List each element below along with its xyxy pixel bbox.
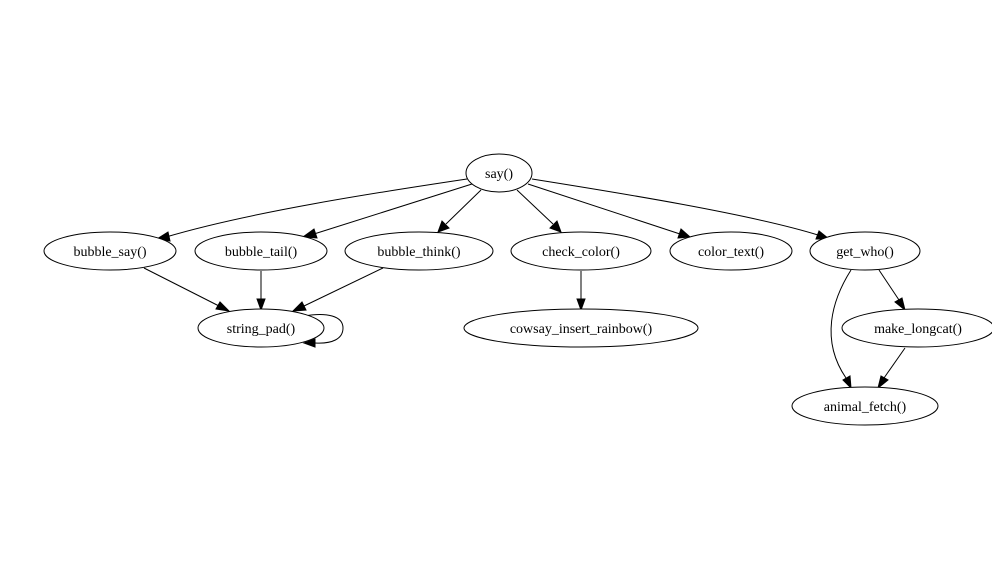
edges-layer xyxy=(143,178,906,390)
edge-bubble-say-string-pad xyxy=(143,267,231,312)
edge-say-get-who xyxy=(531,178,831,240)
node-label-color-text: color_text() xyxy=(698,245,764,260)
node-label-bubble-say: bubble_say() xyxy=(73,245,146,260)
node-bubble-tail[interactable]: bubble_tail() xyxy=(194,231,328,271)
node-label-say: say() xyxy=(485,167,513,182)
node-make-longcat[interactable]: make_longcat() xyxy=(841,308,992,348)
edge-get-who-make-longcat xyxy=(878,269,906,312)
node-label-make-longcat: make_longcat() xyxy=(874,322,962,337)
node-cowsay-insert-rainbow[interactable]: cowsay_insert_rainbow() xyxy=(463,308,699,348)
node-label-get-who: get_who() xyxy=(836,245,894,260)
node-get-who[interactable]: get_who() xyxy=(809,231,921,271)
edge-check-color-cowsay-insert-rainbow xyxy=(576,271,586,312)
node-say[interactable]: say() xyxy=(465,153,533,193)
node-animal-fetch[interactable]: animal_fetch() xyxy=(791,386,939,426)
node-bubble-think[interactable]: bubble_think() xyxy=(344,231,494,271)
node-color-text[interactable]: color_text() xyxy=(669,231,793,271)
node-label-animal-fetch: animal_fetch() xyxy=(824,400,907,415)
edge-bubble-tail-string-pad xyxy=(256,271,266,312)
edge-say-bubble-think xyxy=(437,189,482,233)
node-string-pad[interactable]: string_pad() xyxy=(197,308,325,348)
node-check-color[interactable]: check_color() xyxy=(510,231,652,271)
node-label-bubble-tail: bubble_tail() xyxy=(225,245,298,260)
nodes-layer: say() bubble_say() bubble_tail() bubble_… xyxy=(43,153,992,426)
edge-get-who-animal-fetch xyxy=(830,269,852,390)
edge-bubble-think-string-pad xyxy=(291,267,384,312)
node-bubble-say[interactable]: bubble_say() xyxy=(43,231,177,271)
node-label-check-color: check_color() xyxy=(542,245,620,260)
edge-string-pad-self xyxy=(302,314,344,348)
node-label-cowsay-insert-rainbow: cowsay_insert_rainbow() xyxy=(510,322,653,337)
edge-say-bubble-tail xyxy=(301,183,473,239)
node-label-bubble-think: bubble_think() xyxy=(377,245,461,260)
edge-make-longcat-animal-fetch xyxy=(877,347,906,390)
edge-say-color-text xyxy=(527,183,692,239)
edge-say-check-color xyxy=(516,189,562,233)
node-label-string-pad: string_pad() xyxy=(227,322,296,337)
